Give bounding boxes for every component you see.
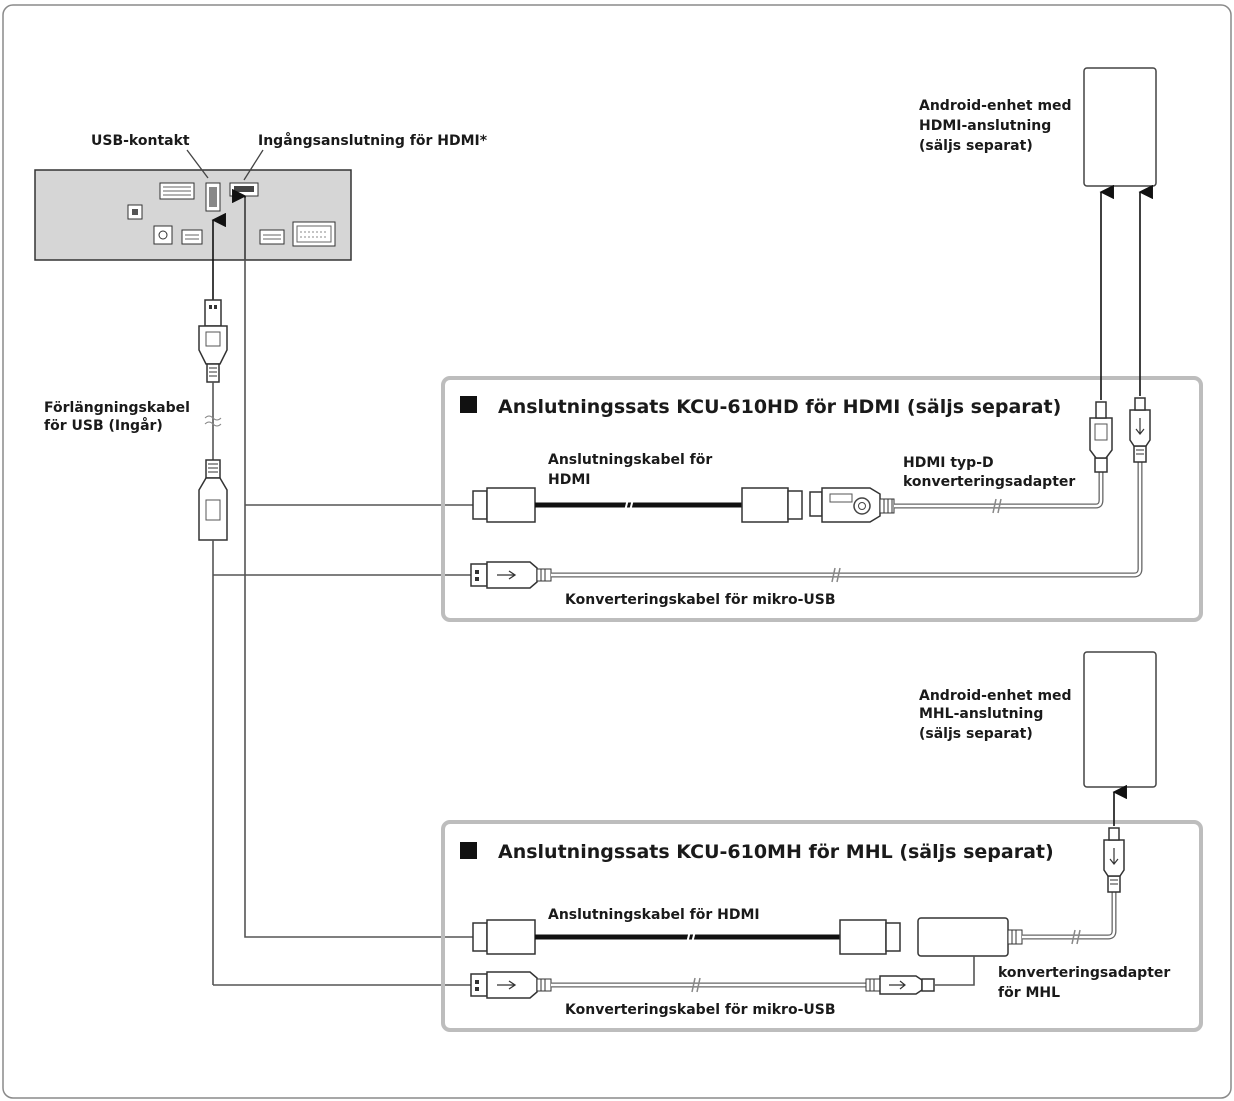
- mhl-adapter-label-line1: konverteringsadapter: [998, 965, 1170, 981]
- hdmi-android-device: [1083, 67, 1157, 187]
- hdmi-kit-marker: [460, 396, 477, 413]
- hdmi-kit-title: Anslutningssats KCU-610HD för HDMI (sälj…: [498, 396, 1061, 418]
- extension-label-line1: Förlängningskabel: [44, 400, 190, 416]
- usb-connector-label: USB-kontakt: [91, 133, 190, 149]
- extension-label-line2: för USB (Ingår): [44, 417, 163, 434]
- mhl-device-label-line2: MHL-anslutning: [919, 706, 1043, 722]
- mhl-kit: Anslutningssats KCU-610MH för MHL (säljs…: [441, 820, 1203, 1032]
- mhl-kit-title: Anslutningssats KCU-610MH för MHL (säljs…: [498, 841, 1054, 863]
- hdmi-device-label-line2: HDMI-anslutning: [919, 118, 1051, 134]
- mhl-device-label-line1: Android-enhet med: [919, 688, 1072, 704]
- outer-frame: [2, 4, 1232, 1099]
- mhl-device-label-line3: (säljs separat): [919, 726, 1033, 742]
- hdmi-device-label-line1: Android-enhet med: [919, 98, 1072, 114]
- mhl-kit-usb-cable-label: Konverteringskabel för mikro-USB: [565, 1002, 836, 1018]
- hdmi-kit-usb-cable-label: Konverteringskabel för mikro-USB: [565, 592, 836, 608]
- mhl-hdmi-cable-label: Anslutningskabel för HDMI: [548, 907, 760, 923]
- usb-extension-cable: [198, 212, 228, 985]
- hdmi-adapter-label-line2: konverteringsadapter: [903, 474, 1075, 490]
- mhl-kit-marker: [460, 842, 477, 859]
- hdmi-kit: Anslutningssats KCU-610HD för HDMI (sälj…: [441, 376, 1203, 622]
- hdmi-input-label: Ingångsanslutning för HDMI*: [258, 132, 488, 149]
- hdmi-adapter-label-line1: HDMI typ-D: [903, 455, 994, 471]
- mhl-adapter-label-line2: för MHL: [998, 985, 1060, 1001]
- hdmi-cable-label-line2: HDMI: [548, 472, 590, 488]
- hdmi-cable-label-line1: Anslutningskabel för: [548, 452, 712, 468]
- head-unit: [34, 169, 352, 261]
- mhl-android-device: [1083, 651, 1157, 788]
- hdmi-device-label-line3: (säljs separat): [919, 138, 1033, 154]
